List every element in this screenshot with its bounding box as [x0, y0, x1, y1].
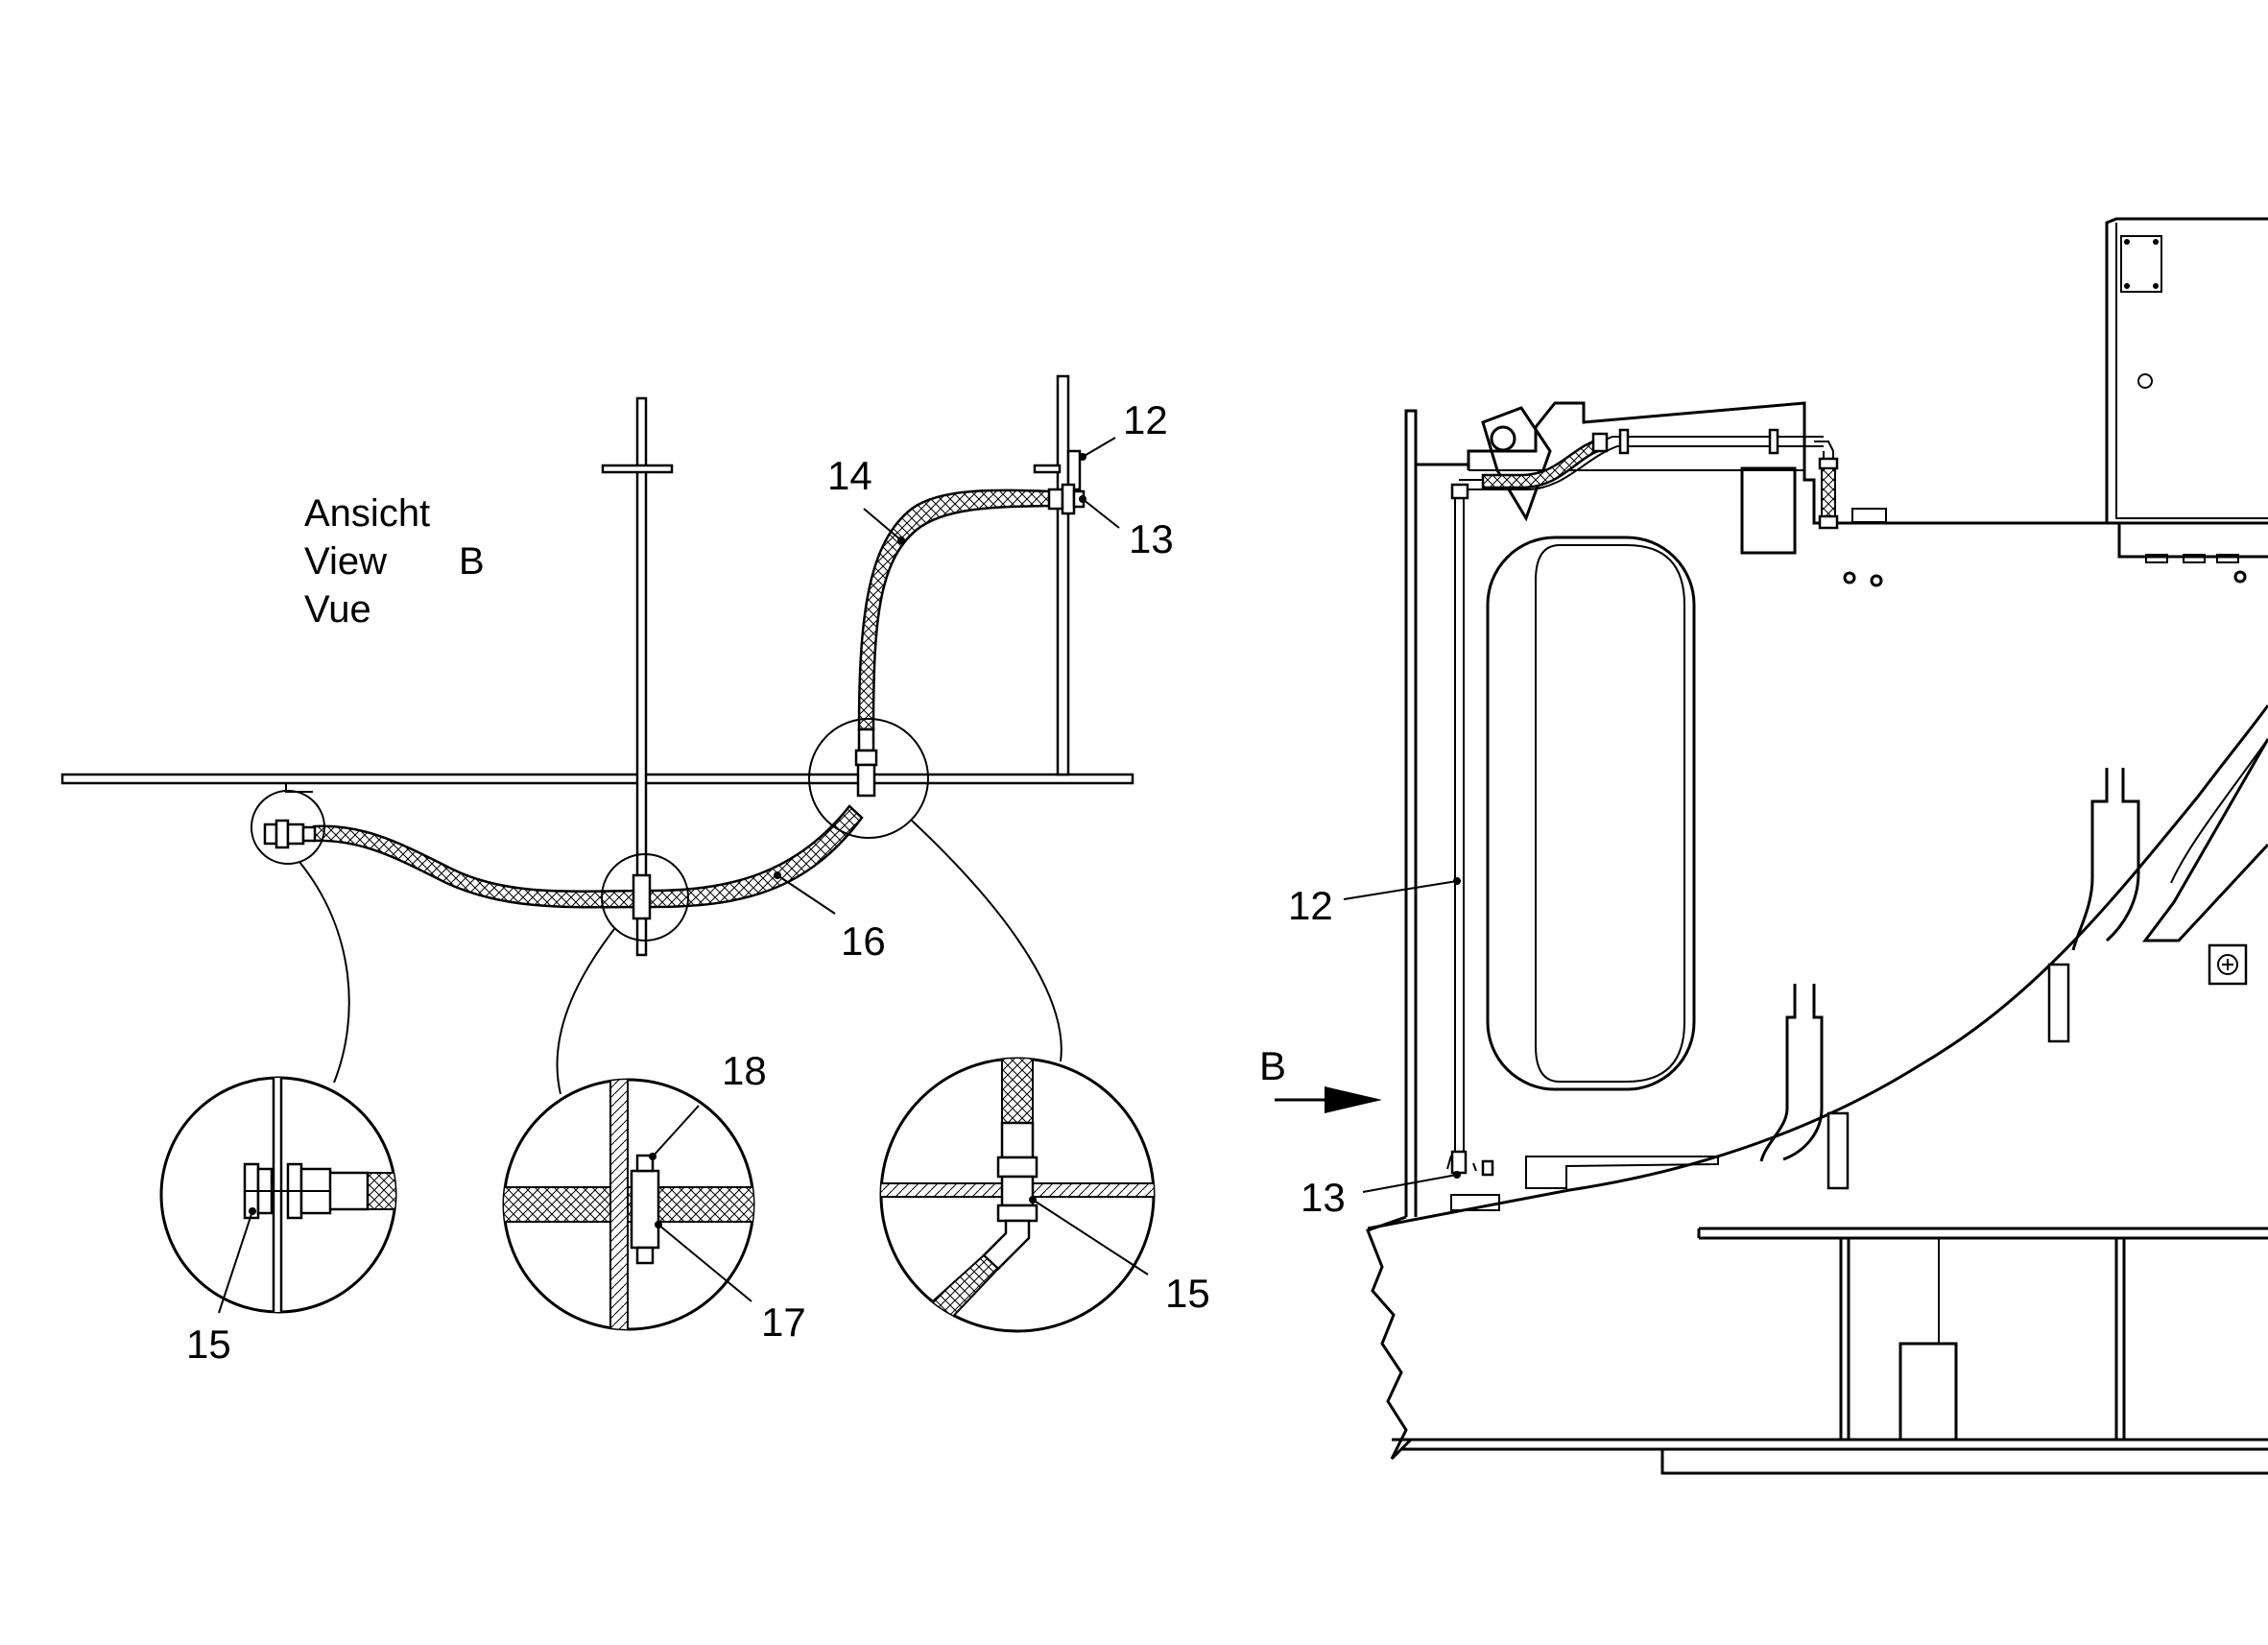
fitting-15-left: [263, 819, 317, 849]
machine-side-view: B 12 13: [1259, 217, 2268, 1475]
detail-circle-middle: [601, 853, 689, 942]
vertical-plate-middle: [601, 396, 674, 957]
detail-circle-left: [251, 790, 325, 865]
callout-13: 13: [1129, 516, 1174, 561]
cabinet: [2105, 217, 2268, 584]
callout-12-right: 12: [1288, 883, 1333, 928]
view-title-line1: Ansicht: [304, 492, 430, 535]
view-arrow-b: B: [1259, 1043, 1382, 1113]
cylinder-lower: [1759, 984, 1850, 1190]
detail-hose-end-fitting: [159, 1076, 397, 1314]
callout-15-detail-a: 15: [186, 1322, 231, 1367]
hose-14: [857, 489, 1053, 731]
fitting-15-upper: [854, 727, 878, 798]
callout-leaders: [218, 437, 1149, 1314]
base-plate: [60, 773, 1134, 793]
lifting-eye: [1481, 406, 1552, 522]
view-title: Ansicht View B Vue: [304, 492, 485, 631]
detail-leader-right: [911, 820, 1062, 1062]
detail-leader-middle: [556, 928, 615, 1095]
callout-15-detail-c: 15: [1165, 1271, 1210, 1316]
callout-16: 16: [841, 918, 886, 964]
view-b-diagram: Ansicht View B Vue: [60, 374, 1210, 1367]
callout-13-right: 13: [1301, 1175, 1346, 1220]
clamp-17: [632, 873, 652, 920]
callout-14: 14: [827, 453, 872, 498]
hose-16: [312, 804, 864, 909]
view-title-line3: Vue: [304, 588, 371, 631]
detail-bulkhead-fitting: [879, 1057, 1156, 1333]
view-arrow-label: B: [1259, 1043, 1286, 1088]
detail-circle-right: [808, 718, 929, 839]
vertical-plate-right: [1033, 374, 1082, 776]
detail-leader-left: [298, 861, 350, 1084]
detail-clamp: [502, 1078, 755, 1331]
callout-12: 12: [1123, 397, 1168, 442]
view-title-line2: View: [304, 540, 387, 583]
callout-17: 17: [761, 1299, 806, 1345]
view-title-letter: B: [459, 540, 485, 583]
window: [1486, 536, 1696, 1091]
cylinder-upper: [2047, 768, 2248, 1043]
callout-18: 18: [722, 1048, 767, 1093]
callout-leaders-right: [1343, 877, 1461, 1193]
tube-12: [1446, 483, 1494, 1177]
